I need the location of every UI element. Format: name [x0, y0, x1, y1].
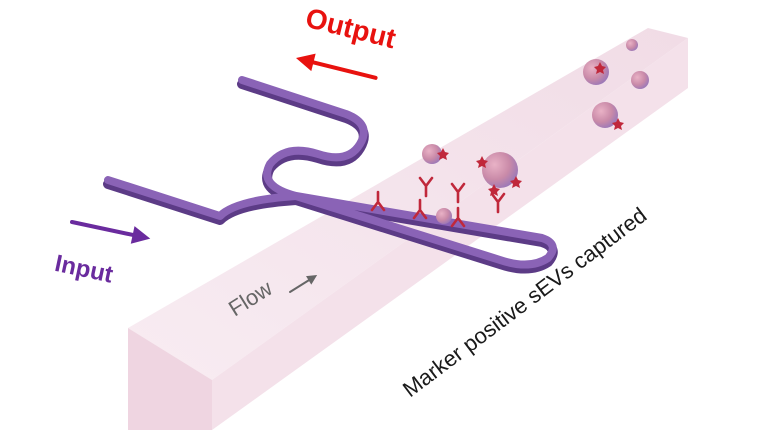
- vesicle-icon: [422, 144, 442, 164]
- channel-side-face: [212, 38, 688, 430]
- marker-icon: [488, 184, 500, 196]
- vesicles: [422, 39, 649, 224]
- marker-icon: [437, 148, 449, 160]
- antibody-icon: [450, 206, 466, 228]
- channel-front-face: [128, 328, 212, 430]
- antibody-icon: [412, 198, 428, 220]
- microfluidic-chip: [103, 76, 558, 274]
- antibody-icon: [370, 190, 386, 212]
- vesicle-icon: [631, 71, 649, 89]
- marker-icon: [476, 156, 488, 168]
- marker-icon: [594, 62, 606, 74]
- antibody-icon: [490, 192, 506, 214]
- vesicle-icon: [436, 208, 452, 224]
- marker-icon: [510, 176, 522, 188]
- antibody-icon: [450, 182, 466, 204]
- vesicle-icon: [583, 59, 609, 85]
- surface-markers: [437, 62, 624, 196]
- vesicle-icon: [592, 102, 618, 128]
- vesicle-icon: [482, 152, 518, 188]
- marker-icon: [612, 118, 624, 130]
- fluid-channel: [128, 28, 688, 430]
- right-arrow-icon: [70, 220, 151, 244]
- channel-top-face: [128, 28, 688, 380]
- left-arrow-icon: [296, 53, 378, 80]
- chip-channel: [104, 76, 557, 269]
- antibody-icon: [418, 176, 434, 198]
- vesicle-icon: [626, 39, 638, 51]
- right-arrow-icon: [289, 275, 318, 293]
- antibodies: [370, 176, 506, 228]
